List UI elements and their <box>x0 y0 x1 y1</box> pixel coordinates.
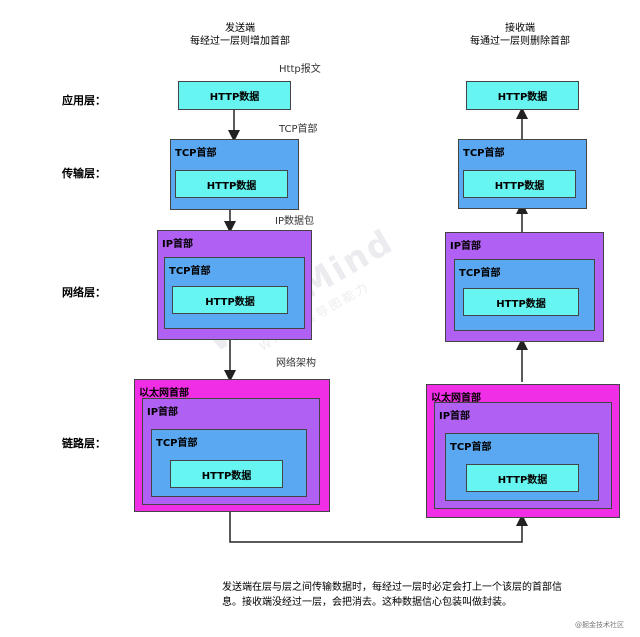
sender-network-ip-box: IP首部 TCP首部 HTTP数据 <box>157 230 312 340</box>
sender-network-http-box: HTTP数据 <box>172 286 288 314</box>
sender-header: 发送端 每经过一层则增加首部 <box>170 22 310 48</box>
receiver-network-http-box: HTTP数据 <box>463 288 579 316</box>
sender-app-http-box: HTTP数据 <box>178 81 291 110</box>
receiver-app-http-box: HTTP数据 <box>466 81 579 110</box>
sender-link-ip-label: IP首部 <box>147 407 179 418</box>
note-http-message: Http报文 <box>279 64 321 75</box>
sender-link-ip-box: IP首部 TCP首部 HTTP数据 <box>142 398 320 505</box>
note-tcp-header: TCP首部 <box>279 124 318 135</box>
note-ip-packet: IP数据包 <box>275 216 314 227</box>
layer-label-network: 网络层： <box>62 286 106 299</box>
receiver-transport-tcp-box: TCP首部 HTTP数据 <box>458 139 587 209</box>
sender-title: 发送端 <box>225 23 255 34</box>
layer-label-transport: 传输层： <box>62 167 106 180</box>
layer-label-application: 应用层： <box>62 94 106 107</box>
sender-subtitle: 每经过一层则增加首部 <box>190 36 290 47</box>
sender-transport-http-box: HTTP数据 <box>175 170 288 198</box>
receiver-link-ethernet-label: 以太网首部 <box>431 393 481 404</box>
sender-link-ethernet-box: 以太网首部 IP首部 TCP首部 HTTP数据 <box>134 379 330 512</box>
sender-link-tcp-label: TCP首部 <box>156 438 198 449</box>
receiver-header: 接收端 每通过一层则删除首部 <box>450 22 590 48</box>
receiver-subtitle: 每通过一层则删除首部 <box>470 36 570 47</box>
receiver-link-tcp-label: TCP首部 <box>450 442 492 453</box>
sender-transport-tcp-label: TCP首部 <box>175 148 217 159</box>
sender-link-ethernet-label: 以太网首部 <box>139 388 189 399</box>
receiver-link-http-box: HTTP数据 <box>466 464 579 492</box>
sender-transport-tcp-box: TCP首部 HTTP数据 <box>170 139 299 210</box>
footer-line-1: 发送端在层与层之间传输数据时，每经过一层时必定会打上一个该层的首部信 <box>222 582 562 593</box>
receiver-network-tcp-label: TCP首部 <box>459 268 501 279</box>
credit-text: @掘金技术社区 <box>575 621 624 629</box>
receiver-network-ip-label: IP首部 <box>450 241 482 252</box>
receiver-link-ip-label: IP首部 <box>439 411 471 422</box>
sender-link-tcp-box: TCP首部 HTTP数据 <box>151 429 307 497</box>
layer-label-link: 链路层： <box>62 437 106 450</box>
receiver-title: 接收端 <box>505 23 535 34</box>
receiver-network-tcp-box: TCP首部 HTTP数据 <box>454 259 595 331</box>
receiver-link-ip-box: IP首部 TCP首部 HTTP数据 <box>434 402 612 509</box>
footer-explanation: 发送端在层与层之间传输数据时，每经过一层时必定会打上一个该层的首部信 息。接收端… <box>222 580 622 610</box>
footer-line-2: 息。接收端没经过一层，会把消去。这种数据信心包装叫做封装。 <box>222 597 512 608</box>
receiver-link-ethernet-box: 以太网首部 IP首部 TCP首部 HTTP数据 <box>426 384 620 518</box>
receiver-network-ip-box: IP首部 TCP首部 HTTP数据 <box>445 232 604 342</box>
sender-link-http-box: HTTP数据 <box>170 460 283 488</box>
sender-network-ip-label: IP首部 <box>162 239 194 250</box>
note-network-frame: 网络架构 <box>276 358 316 369</box>
receiver-transport-http-box: HTTP数据 <box>463 170 576 198</box>
receiver-link-tcp-box: TCP首部 HTTP数据 <box>445 433 599 501</box>
receiver-transport-tcp-label: TCP首部 <box>463 148 505 159</box>
line-link-connection <box>229 512 528 543</box>
sender-network-tcp-label: TCP首部 <box>169 266 211 277</box>
sender-network-tcp-box: TCP首部 HTTP数据 <box>164 257 305 329</box>
